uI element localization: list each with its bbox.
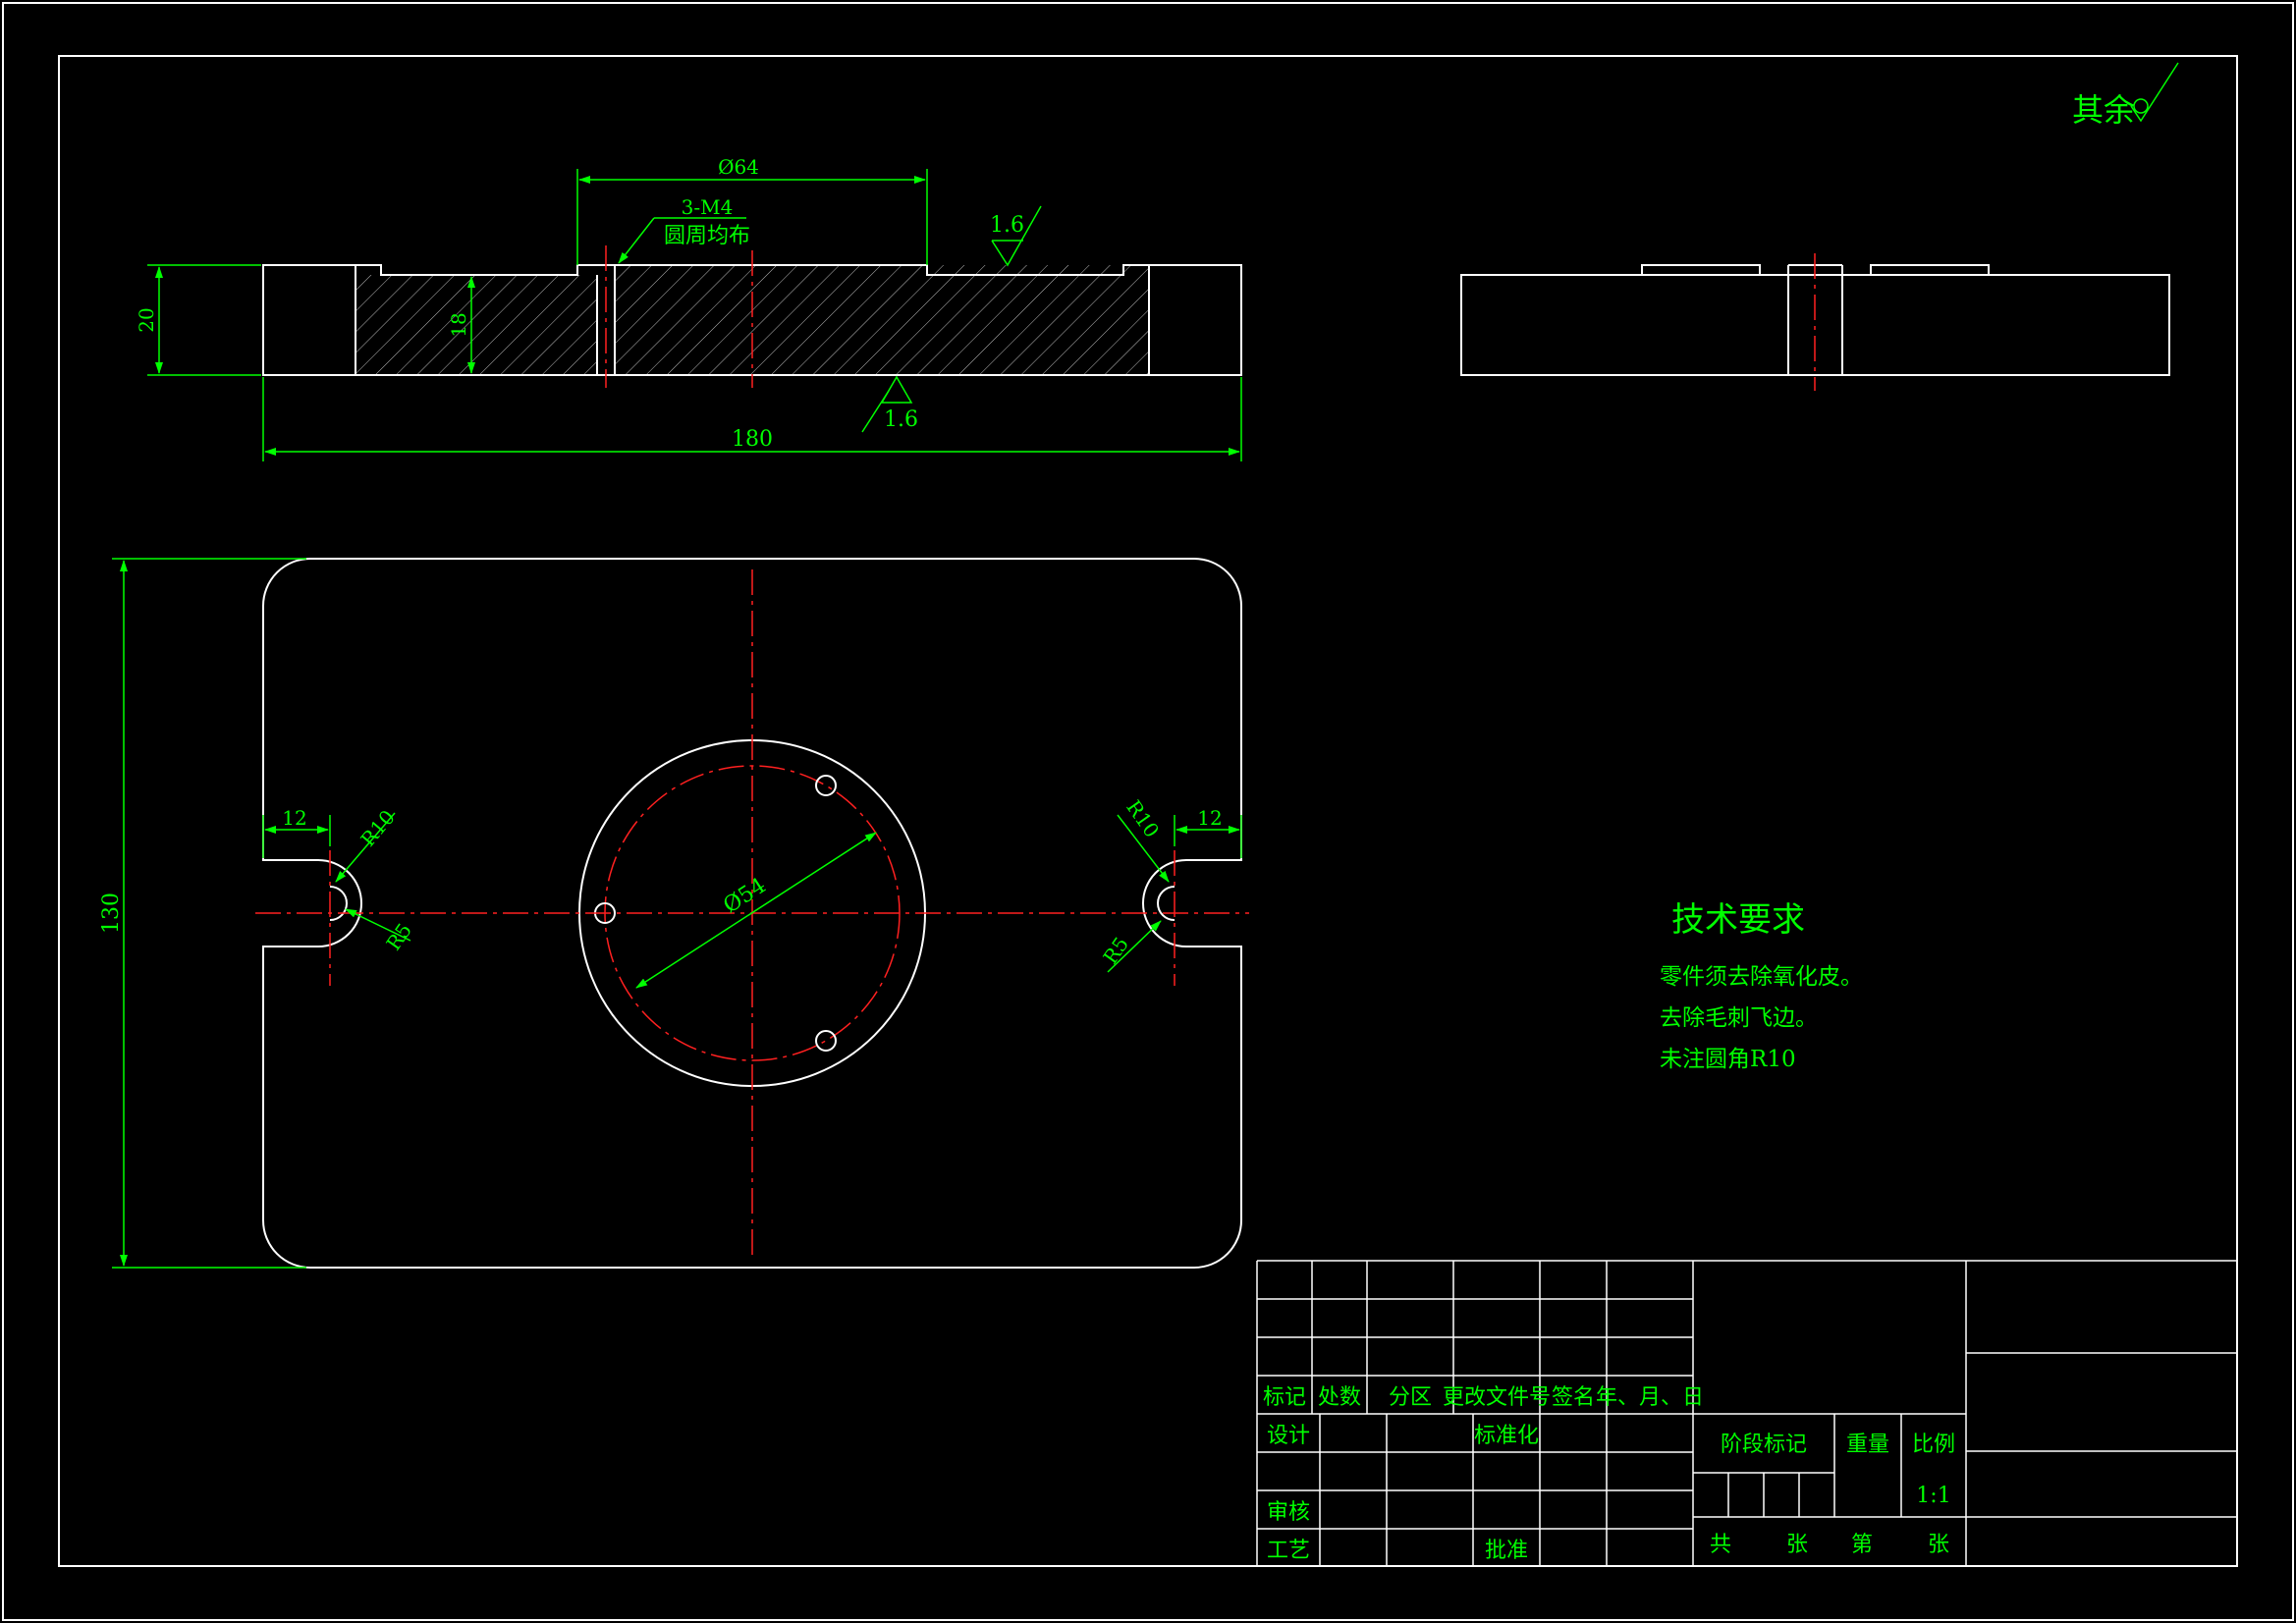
dim-slot-left: 12 bbox=[282, 806, 306, 830]
leader-radius-right-inner bbox=[1107, 920, 1162, 973]
side-view-boss-right bbox=[1870, 264, 1990, 275]
tb-header-change-doc: 更改文件号 bbox=[1443, 1385, 1551, 1410]
dim-height: 20 bbox=[135, 307, 158, 332]
roughness-top: 1.6 bbox=[990, 213, 1024, 238]
dim-pocket-depth: 18 bbox=[447, 312, 470, 337]
tb-header-zone: 分区 bbox=[1389, 1385, 1432, 1410]
dim-bore: Ø64 bbox=[718, 155, 759, 179]
dim-slot-right: 12 bbox=[1197, 806, 1222, 830]
dim-length: 180 bbox=[732, 427, 773, 452]
plan-hole-2 bbox=[815, 775, 837, 796]
tech-requirements-title: 技术要求 bbox=[1671, 900, 1805, 940]
tb-scale-value: 1:1 bbox=[1916, 1484, 1950, 1508]
surface-note-label: 其余 bbox=[2072, 91, 2135, 129]
section-view: Ø64 3-M4 圆周均布 1.6 1.6 20 18 180 bbox=[135, 155, 1242, 461]
plan-hole-3 bbox=[815, 1030, 837, 1052]
roughness-top-icon bbox=[991, 205, 1042, 267]
tech-requirement-2: 去除毛刺飞边。 bbox=[1660, 1005, 1818, 1031]
inner-frame bbox=[58, 55, 2238, 1567]
tb-sheet-2: 张 bbox=[1928, 1533, 1949, 1557]
plan-slot-right-inner bbox=[1157, 886, 1175, 921]
section-outline bbox=[262, 264, 1242, 376]
tb-sheet-1: 张 bbox=[1786, 1533, 1808, 1557]
side-view-boss-left bbox=[1641, 264, 1761, 275]
thread-leader-line bbox=[618, 217, 655, 264]
roughness-symbol-icon bbox=[2130, 62, 2179, 123]
dim-radius-right-inner: R5 bbox=[1098, 933, 1133, 969]
tb-sheet-no: 第 bbox=[1851, 1533, 1873, 1557]
title-block-labels: 标记 处数 分区 更改文件号 签名 年、月、日 设计 标准化 审核 工艺 批准 … bbox=[1263, 1385, 1955, 1563]
tb-total: 共 bbox=[1710, 1533, 1731, 1557]
tb-review: 审核 bbox=[1267, 1500, 1310, 1525]
dim-radius-left-inner: R5 bbox=[381, 919, 416, 955]
surface-finish-note: 其余 bbox=[2072, 62, 2179, 129]
tb-stage-mark: 阶段标记 bbox=[1721, 1433, 1807, 1457]
dim-thread-note: 圆周均布 bbox=[664, 224, 750, 248]
leader-radius-right-outer bbox=[1117, 814, 1170, 883]
tech-requirement-3: 未注圆角R10 bbox=[1660, 1047, 1796, 1072]
roughness-bottom: 1.6 bbox=[884, 407, 918, 432]
tb-process: 工艺 bbox=[1267, 1539, 1310, 1563]
tb-header-count: 处数 bbox=[1318, 1385, 1361, 1410]
section-hatch-left bbox=[355, 275, 597, 375]
tb-header-date: 年、月、日 bbox=[1596, 1385, 1704, 1410]
tb-weight: 重量 bbox=[1846, 1433, 1889, 1457]
tb-scale-label: 比例 bbox=[1912, 1433, 1955, 1457]
dim-width: 130 bbox=[99, 893, 124, 934]
tb-approve: 批准 bbox=[1485, 1539, 1528, 1563]
tb-standardization: 标准化 bbox=[1474, 1424, 1539, 1448]
tb-design: 设计 bbox=[1267, 1424, 1310, 1448]
dim-radius-left-outer: R10 bbox=[355, 805, 399, 850]
tb-header-mark: 标记 bbox=[1263, 1385, 1306, 1410]
dim-radius-right-outer: R10 bbox=[1121, 796, 1164, 842]
leader-radius-left-inner bbox=[345, 908, 411, 942]
roughness-bottom-icon bbox=[861, 375, 913, 433]
side-view bbox=[1460, 253, 2170, 391]
plan-slot-left-inner bbox=[329, 886, 348, 921]
plan-view: Ø54 130 12 12 R10 R5 R10 R5 bbox=[99, 558, 1249, 1269]
dim-thread: 3-M4 bbox=[682, 195, 734, 219]
section-hatch-right bbox=[615, 265, 1149, 375]
leader-radius-left-outer bbox=[335, 812, 396, 883]
plan-outline bbox=[262, 558, 1242, 1269]
tech-requirement-1: 零件须去除氧化皮。 bbox=[1660, 964, 1863, 990]
dim-line-pitch bbox=[635, 832, 877, 989]
dim-pitch-circle: Ø54 bbox=[719, 874, 770, 919]
tb-header-signature: 签名 bbox=[1552, 1385, 1595, 1410]
tech-requirements: 技术要求 零件须去除氧化皮。 去除毛刺飞边。 未注圆角R10 bbox=[1660, 900, 1863, 1072]
title-block bbox=[1256, 1260, 2237, 1566]
